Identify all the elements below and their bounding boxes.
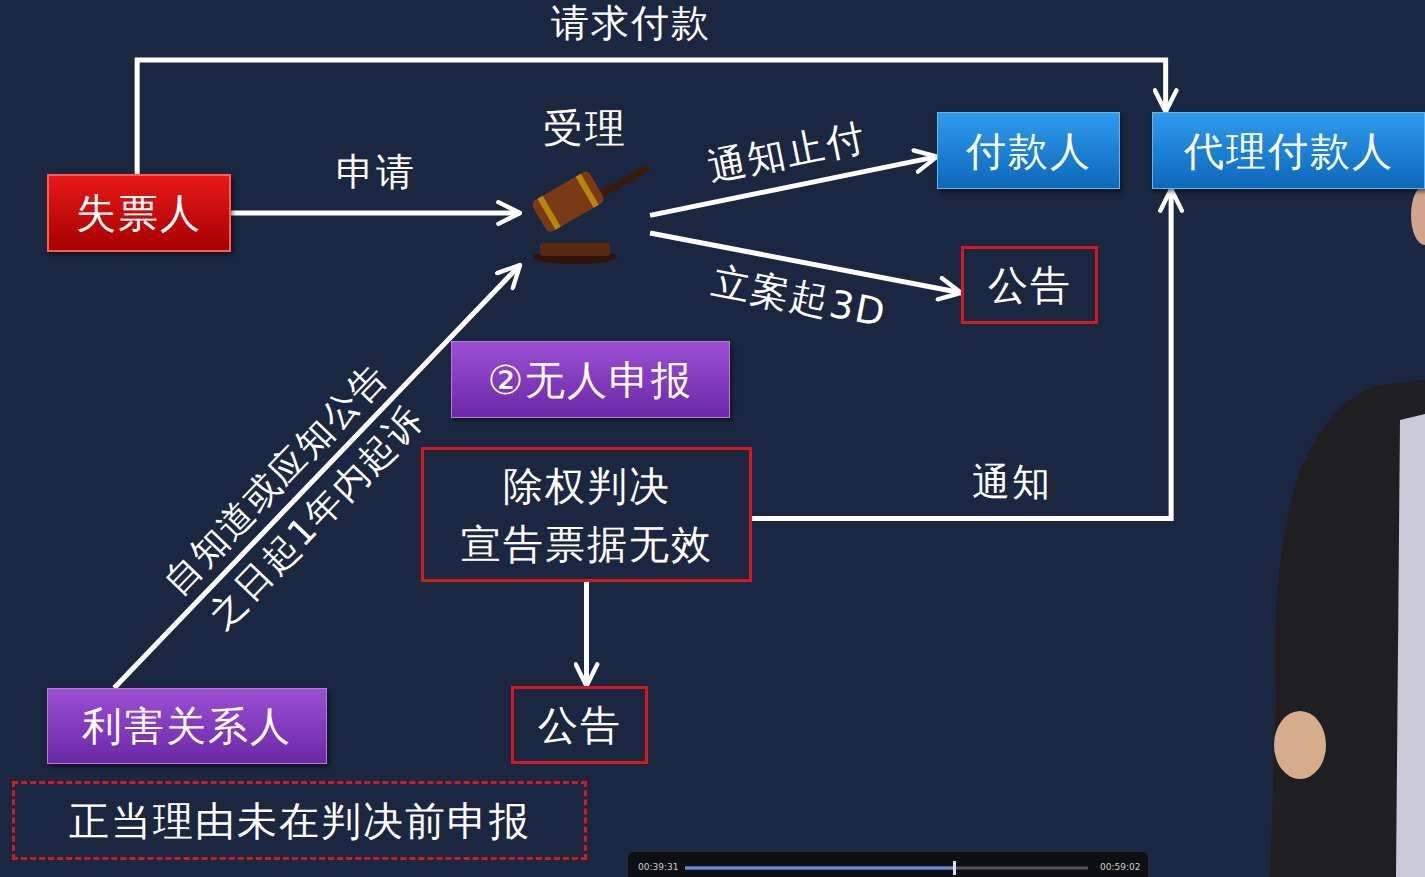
judgment-box: 除权判决 宣告票据无效 — [421, 447, 752, 582]
node-label: 利害关系人 — [82, 703, 292, 749]
notice-box: 公告 — [511, 686, 648, 764]
person-box: 利害关系人 — [47, 688, 327, 764]
party-box: 付款人 — [937, 112, 1120, 189]
node-label: ②无人申报 — [488, 357, 694, 403]
node-label: 失票人 — [76, 190, 202, 236]
presenter-figure — [1270, 185, 1425, 877]
edge-label: 请求付款 — [551, 1, 711, 47]
edge-label: 自知道或应知公告 之日起1年内起诉 — [151, 350, 442, 647]
node-label: 正当理由未在判决前申报 — [69, 798, 531, 844]
edge-label: 申请 — [336, 150, 416, 196]
timecode: 00:39:31 — [638, 863, 678, 873]
court-gavel: 受理 — [520, 105, 650, 265]
step-box: ②无人申报 — [451, 341, 730, 418]
notice-box: 公告 — [961, 246, 1098, 324]
node-label: 公告 — [988, 262, 1072, 308]
arrow-connector — [231, 211, 520, 216]
arrow-connector — [114, 265, 520, 688]
node-label: 公告 — [538, 702, 622, 748]
node-label: 除权判决 宣告票据无效 — [461, 457, 713, 573]
person-box: 失票人 — [47, 174, 231, 252]
party-box: 代理付款人 — [1152, 112, 1425, 189]
arrow-connector — [584, 582, 589, 686]
timecode: 00:59:02 — [1100, 863, 1140, 873]
edge-label: 立案起3D — [707, 259, 890, 337]
gavel-icon — [520, 153, 650, 265]
arrow-connector — [752, 189, 1171, 519]
note-box: 正当理由未在判决前申报 — [12, 781, 587, 860]
edge-label: 通知 — [972, 460, 1052, 506]
node-label: 受理 — [543, 105, 627, 151]
edge-label: 通知止付 — [704, 114, 870, 191]
video-bar — [628, 852, 1148, 877]
node-label: 付款人 — [966, 128, 1092, 174]
node-label: 代理付款人 — [1184, 128, 1394, 174]
